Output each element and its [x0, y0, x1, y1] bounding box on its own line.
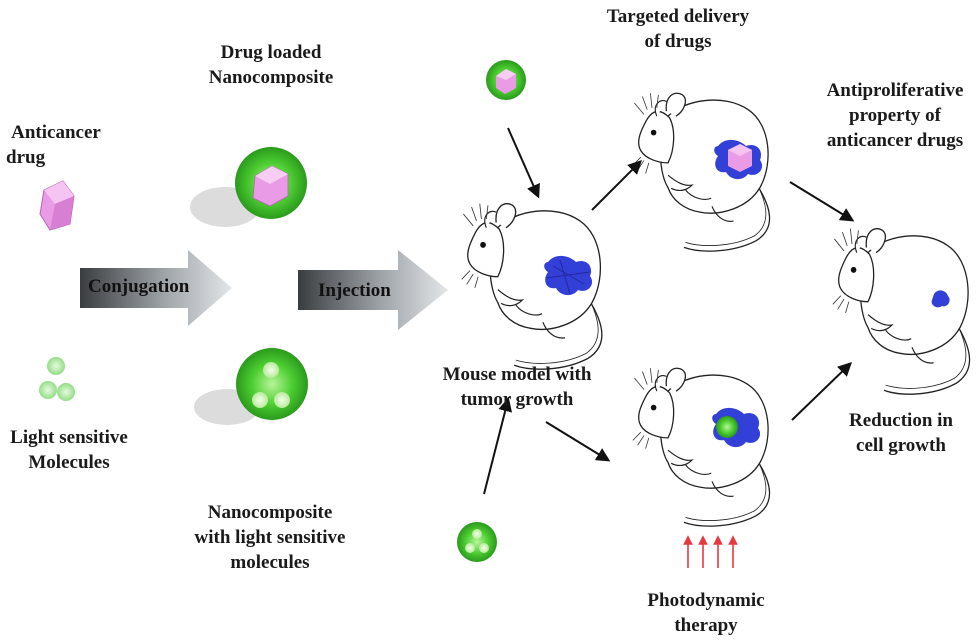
label-nano-light-line1: Nanocomposite	[207, 502, 333, 523]
label-reduction-line1: Reduction in	[849, 410, 953, 431]
label-mouse-model-line2: tumor growth	[460, 389, 574, 410]
arrow-photodynamic-to-reduction	[791, 362, 853, 421]
injected-light-nanoparticle-icon	[457, 522, 497, 562]
label-photodynamic-line1: Photodynamic	[647, 590, 765, 611]
label-targeted-line1: Targeted delivery	[606, 6, 750, 27]
tumor-blob	[544, 255, 593, 296]
mouse-reduced-growth-icon	[832, 227, 971, 395]
label-anticancer-drug-line1: Anticancer	[11, 122, 101, 143]
tumor-drug-blob	[714, 139, 763, 180]
label-reduction: Reduction in cell growth	[836, 408, 966, 458]
label-photodynamic: Photodynamic therapy	[636, 588, 776, 638]
conjugation-arrow	[80, 250, 232, 326]
label-targeted-line2: of drugs	[644, 31, 712, 52]
label-light-sensitive-line2: Molecules	[28, 452, 110, 473]
label-photodynamic-line2: therapy	[674, 615, 738, 636]
arrow-mouse-to-targeted	[591, 160, 642, 211]
tumor-light-blob	[712, 407, 761, 448]
label-targeted-delivery: Targeted delivery of drugs	[598, 4, 758, 54]
label-antiproliferative-line3: anticancer drugs	[826, 130, 964, 151]
label-anticancer-drug-line2: drug	[6, 147, 46, 168]
label-light-sensitive-line1: Light sensitive	[10, 427, 128, 448]
arrow-injection-to-mouse	[507, 127, 540, 199]
small-tumor-blob	[931, 290, 950, 308]
label-nano-light-line3: molecules	[230, 552, 310, 573]
label-nanocomposite-light: Nanocomposite with light sensitive molec…	[170, 500, 370, 575]
light-sensitive-molecules-icon	[39, 357, 75, 401]
mouse-photodynamic-icon	[632, 367, 771, 527]
anticancer-drug-cube-icon	[39, 180, 75, 231]
label-conjugation: Conjugation	[88, 276, 190, 297]
arrow-light-particle-to-mouse	[483, 397, 513, 495]
label-drug-loaded: Drug loaded Nanocomposite	[196, 40, 346, 90]
label-light-sensitive: Light sensitive Molecules	[4, 425, 134, 475]
label-drug-loaded-line1: Drug loaded	[220, 42, 322, 63]
label-nano-light-line2: with light sensitive	[194, 527, 346, 548]
arrow-mouse-to-photodynamic	[545, 421, 611, 462]
label-injection: Injection	[318, 280, 391, 301]
light-irradiation-arrows	[683, 535, 738, 568]
label-drug-loaded-line2: Nanocomposite	[208, 67, 334, 88]
light-sensitive-nanocomposite-icon	[194, 348, 308, 425]
label-antiproliferative: Antiproliferative property of anticancer…	[810, 78, 980, 153]
injection-arrow	[298, 250, 448, 330]
label-reduction-line2: cell growth	[856, 435, 946, 456]
arrow-targeted-to-reduction	[789, 181, 855, 222]
drug-loaded-nanocomposite-icon	[190, 147, 307, 227]
label-antiproliferative-line2: property of	[849, 105, 941, 126]
label-mouse-model: Mouse model with tumor growth	[432, 362, 602, 412]
label-antiproliferative-line1: Antiproliferative	[826, 80, 964, 101]
injected-drug-nanoparticle-icon	[486, 60, 526, 100]
label-mouse-model-line1: Mouse model with	[442, 364, 592, 385]
label-anticancer-drug: Anticancer drug	[6, 120, 106, 170]
